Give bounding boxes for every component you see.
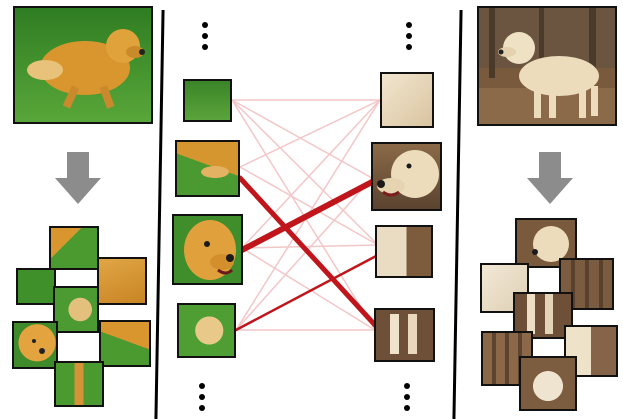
- patch-fur-orange: [97, 257, 147, 305]
- strong-match-lines: [234, 175, 380, 332]
- fur-patch: [380, 72, 434, 128]
- grass-patch: [183, 79, 232, 122]
- down-arrow-icon: [527, 152, 573, 204]
- left-panel: [0, 0, 158, 419]
- patch-fur-leaves: [564, 325, 618, 377]
- dog-tail-grass-patch: [177, 303, 236, 358]
- ellipsis-bottom-right: [403, 383, 411, 416]
- patch-grass-tail: [53, 286, 99, 333]
- right-panel: [459, 0, 623, 419]
- patch-grass-dog-ear: [49, 226, 99, 270]
- dog-paws-grass-patch: [175, 140, 240, 197]
- middle-panel: [160, 0, 456, 419]
- patch-grass-leg: [54, 361, 104, 407]
- patch-fur-forest: [519, 356, 577, 411]
- patch-dog-face: [12, 321, 58, 369]
- fur-leaves-patch: [375, 225, 433, 278]
- source-photo-running-dog: [13, 6, 153, 124]
- dog-legs-leaves-patch: [374, 308, 435, 362]
- ellipsis-top-left: [201, 22, 209, 55]
- ellipsis-bottom-left: [198, 383, 206, 416]
- dog-head-profile-patch: [371, 142, 442, 211]
- patch-dog-legs-forest: [513, 292, 573, 339]
- dog-face-patch: [172, 214, 243, 285]
- source-photo-standing-dog: [477, 6, 617, 126]
- patch-dog-paws: [99, 320, 151, 367]
- down-arrow-icon: [55, 152, 101, 204]
- ellipsis-top-right: [405, 22, 413, 55]
- patch-grass: [16, 268, 56, 305]
